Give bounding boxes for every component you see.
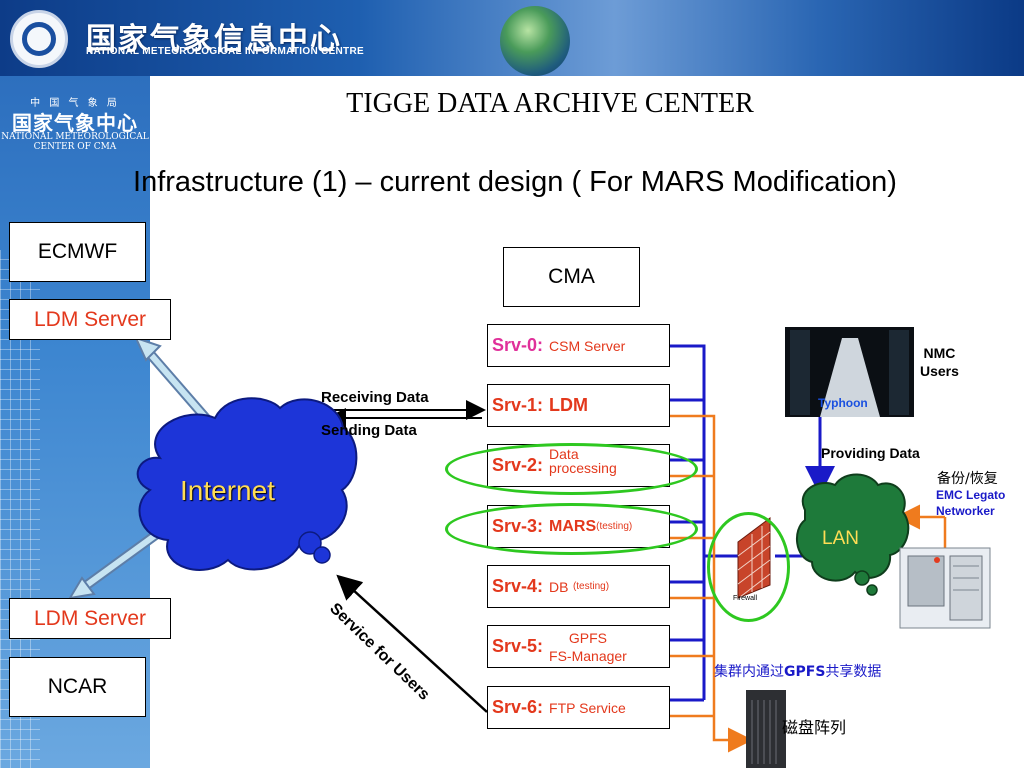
ecmwf-label: ECMWF (37, 240, 118, 263)
highlight-oval-srv3 (445, 503, 698, 555)
sidebar-org-en-2: CENTER OF CMA (33, 142, 117, 152)
server-desc: GPFS FS-Manager (549, 629, 627, 665)
sidebar-org-en-1: NATIONAL METEOROLOGICAL (1, 132, 149, 142)
cma-label: CMA (548, 265, 595, 288)
nmc-users-line2: Users (920, 363, 959, 379)
header-title-en: NATIONAL METEOROLOGICAL INFORMATION CENT… (86, 46, 364, 57)
gpfs-share-label: 集群内通过GPFS共享数据 (714, 661, 881, 681)
backup-restore-label: 备份/恢复 (937, 471, 998, 487)
ldm-server-bottom: LDM Server (9, 598, 171, 639)
server-note: (testing) (572, 581, 610, 592)
disk-array-icon (746, 690, 786, 768)
nmc-users-line1: NMC (923, 345, 956, 361)
typhoon-photo (785, 327, 914, 417)
lan-cloud (796, 473, 910, 596)
ecmwf-box: ECMWF (9, 222, 146, 282)
ldm-server-top-label: LDM Server (33, 307, 147, 331)
ncar-box: NCAR (9, 657, 146, 717)
server-desc: DB (549, 578, 569, 595)
server-desc: FTP Service (549, 699, 626, 716)
server-srv1: Srv-1: LDM (487, 384, 670, 427)
server-name: Srv-1: (492, 395, 544, 415)
receiving-data-label: Receiving Data (321, 389, 429, 406)
tape-library-icon (899, 547, 991, 629)
sidebar-org-small: 中 国 气 象 局 (30, 98, 120, 109)
gpfs-suffix: 共享数据 (825, 664, 882, 680)
lan-label: LAN (822, 528, 859, 549)
slide-subtitle: Infrastructure (1) – current design ( Fo… (133, 166, 897, 198)
globe-icon (500, 6, 570, 76)
server-name: Srv-4: (492, 576, 544, 596)
cma-box: CMA (503, 247, 640, 307)
ncar-label: NCAR (47, 675, 108, 698)
internet-cloud (136, 397, 358, 571)
sidebar-org-cn: 国家气象中心 (12, 111, 138, 135)
sending-data-label: Sending Data (321, 422, 417, 439)
nmc-users-label: NMC Users (920, 344, 959, 380)
server-name: Srv-5: (492, 636, 544, 656)
internet-label: Internet (180, 475, 275, 506)
gpfs-prefix: 集群内通过 (714, 664, 784, 680)
emc-line1: EMC Legato (936, 488, 1006, 502)
emc-legato-label: EMC Legato Networker (936, 487, 1005, 519)
server-srv6: Srv-6: FTP Service (487, 686, 670, 729)
sidebar (0, 76, 150, 768)
slide-title: TIGGE DATA ARCHIVE CENTER (346, 88, 754, 119)
server-desc-line1: GPFS (568, 629, 607, 646)
server-name: Srv-6: (492, 697, 544, 717)
ldm-server-bottom-label: LDM Server (33, 606, 147, 630)
server-desc-line2: FS-Manager (549, 647, 627, 664)
service-arrow (336, 574, 488, 713)
server-desc: CSM Server (549, 337, 626, 354)
emc-line2: Networker (936, 504, 995, 518)
highlight-oval-srv2 (445, 443, 698, 495)
server-name: Srv-0: (492, 335, 544, 355)
typhoon-label: Typhoon (818, 396, 868, 410)
header-title-cn: 国家气象信息中心 (86, 22, 342, 57)
server-desc: LDM (549, 395, 589, 415)
providing-data-label: Providing Data (821, 445, 920, 461)
server-srv4: Srv-4: DB (testing) (487, 565, 670, 608)
server-srv5: Srv-5: GPFS FS-Manager (487, 625, 670, 668)
disk-array-label: 磁盘阵列 (782, 718, 847, 737)
ldm-server-top: LDM Server (9, 299, 171, 340)
gpfs-bold: GPFS (784, 664, 826, 680)
cma-logo (10, 10, 68, 68)
server-srv0: Srv-0: CSM Server (487, 324, 670, 367)
highlight-oval-firewall (707, 512, 790, 622)
